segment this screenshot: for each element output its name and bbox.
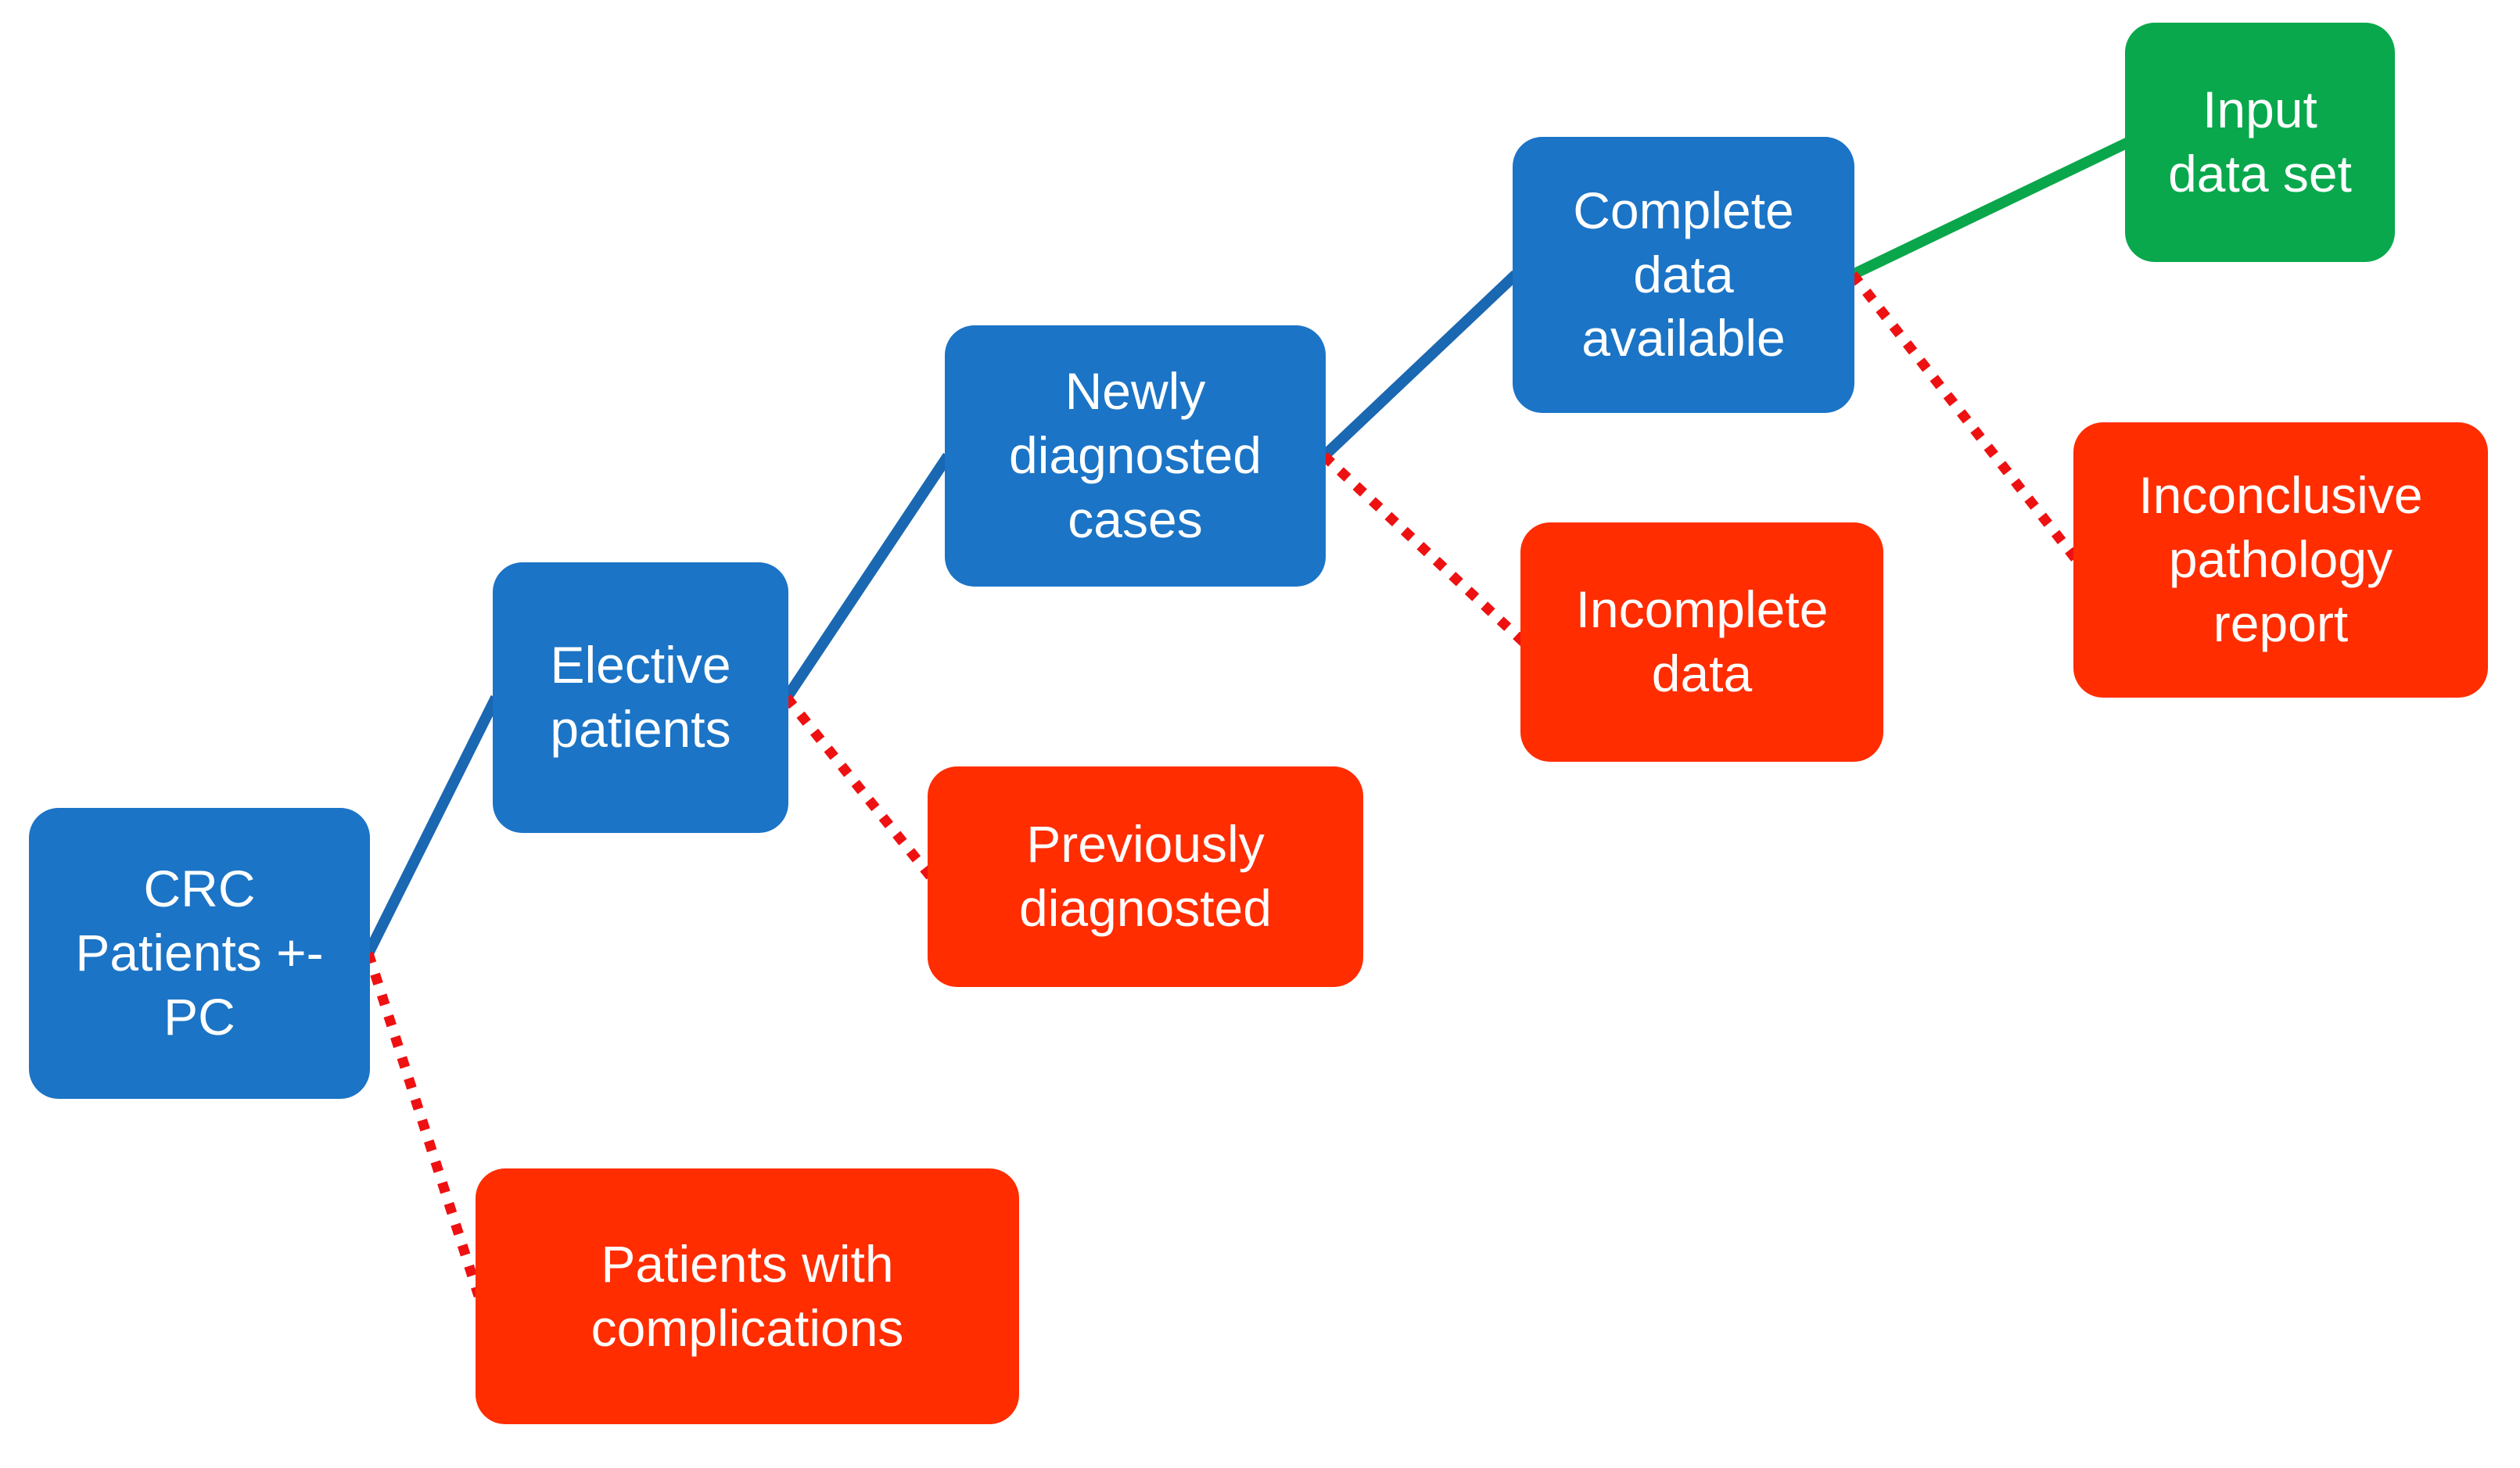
node-complete-data-available: Complete data available [1513, 137, 1854, 413]
edge-crc-to-elective [363, 695, 501, 957]
edge-complete-to-inconclusive [1848, 271, 2081, 564]
edge-newly-to-incomplete [1320, 452, 1527, 646]
edge-newly-to-complete [1320, 270, 1520, 461]
edge-crc-to-complications [363, 952, 484, 1298]
node-input-data-set: Input data set [2125, 23, 2395, 262]
edge-complete-to-input [1850, 137, 2131, 280]
edge-elective-to-previously [782, 694, 935, 881]
node-previously-diagnosted: Previously diagnosted [928, 766, 1363, 987]
node-incomplete-data: Incomplete data [1520, 522, 1883, 762]
node-inconclusive-pathology-report: Inconclusive pathology report [2073, 422, 2488, 698]
node-elective-patients: Elective patients [493, 562, 788, 833]
node-patients-with-complications: Patients with complications [476, 1168, 1019, 1424]
node-crc-patients: CRC Patients +- PC [29, 808, 370, 1099]
node-newly-diagnosted-cases: Newly diagnosted cases [945, 325, 1326, 587]
edge-elective-to-newly [782, 453, 953, 701]
